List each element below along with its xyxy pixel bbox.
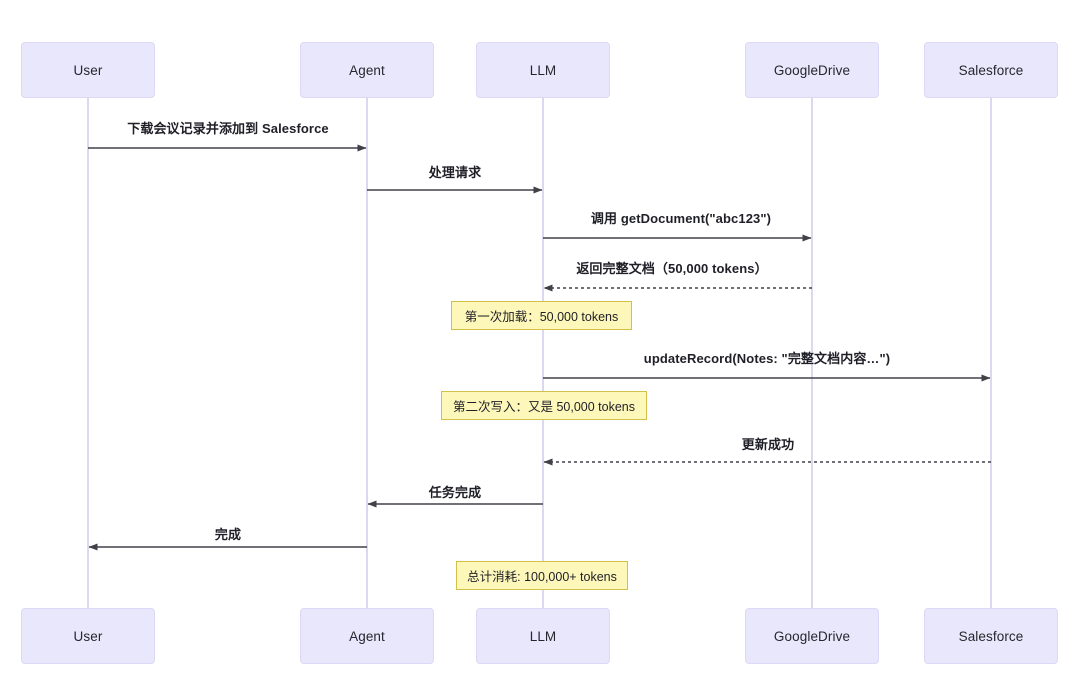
- note-box-2[interactable]: 第二次写入：又是 50,000 tokens: [441, 391, 647, 420]
- message-label-2: 处理请求: [428, 165, 482, 180]
- participant-label: GoogleDrive: [773, 628, 851, 644]
- participant-box-user-bottom[interactable]: User: [21, 608, 155, 664]
- participant-box-llm-bottom[interactable]: LLM: [476, 608, 610, 664]
- message-label-7: 任务完成: [428, 485, 482, 500]
- participant-box-user-top[interactable]: User: [21, 42, 155, 98]
- message-label-5: updateRecord(Notes: "完整文档内容…"): [643, 351, 891, 366]
- participant-box-agent-bottom[interactable]: Agent: [300, 608, 434, 664]
- message-label-3: 调用 getDocument("abc123"): [590, 211, 772, 226]
- note-box-1[interactable]: 第一次加载：50,000 tokens: [451, 301, 632, 330]
- message-label-6: 更新成功: [741, 437, 795, 452]
- note-box-3[interactable]: 总计消耗: 100,000+ tokens: [456, 561, 628, 590]
- note-text: 第一次加载：50,000 tokens: [464, 310, 619, 324]
- participant-box-agent-top[interactable]: Agent: [300, 42, 434, 98]
- note-text: 总计消耗: 100,000+ tokens: [467, 570, 617, 584]
- participant-label: Salesforce: [958, 62, 1024, 78]
- participant-label: LLM: [529, 62, 557, 78]
- participant-label: GoogleDrive: [773, 62, 851, 78]
- participant-label: User: [73, 62, 103, 78]
- participant-label: Salesforce: [958, 628, 1024, 644]
- message-label-8: 完成: [214, 527, 242, 542]
- participant-box-googledrive-bottom[interactable]: GoogleDrive: [745, 608, 879, 664]
- message-label-4: 返回完整文档（50,000 tokens）: [576, 261, 768, 276]
- participant-box-googledrive-top[interactable]: GoogleDrive: [745, 42, 879, 98]
- participant-label: User: [73, 628, 103, 644]
- participant-label: Agent: [349, 628, 385, 644]
- participant-box-llm-top[interactable]: LLM: [476, 42, 610, 98]
- participant-label: Agent: [349, 62, 385, 78]
- participant-box-salesforce-top[interactable]: Salesforce: [924, 42, 1058, 98]
- note-text: 第二次写入：又是 50,000 tokens: [453, 400, 636, 414]
- message-label-1: 下载会议记录并添加到 Salesforce: [127, 121, 329, 136]
- participant-box-salesforce-bottom[interactable]: Salesforce: [924, 608, 1058, 664]
- participant-label: LLM: [529, 628, 557, 644]
